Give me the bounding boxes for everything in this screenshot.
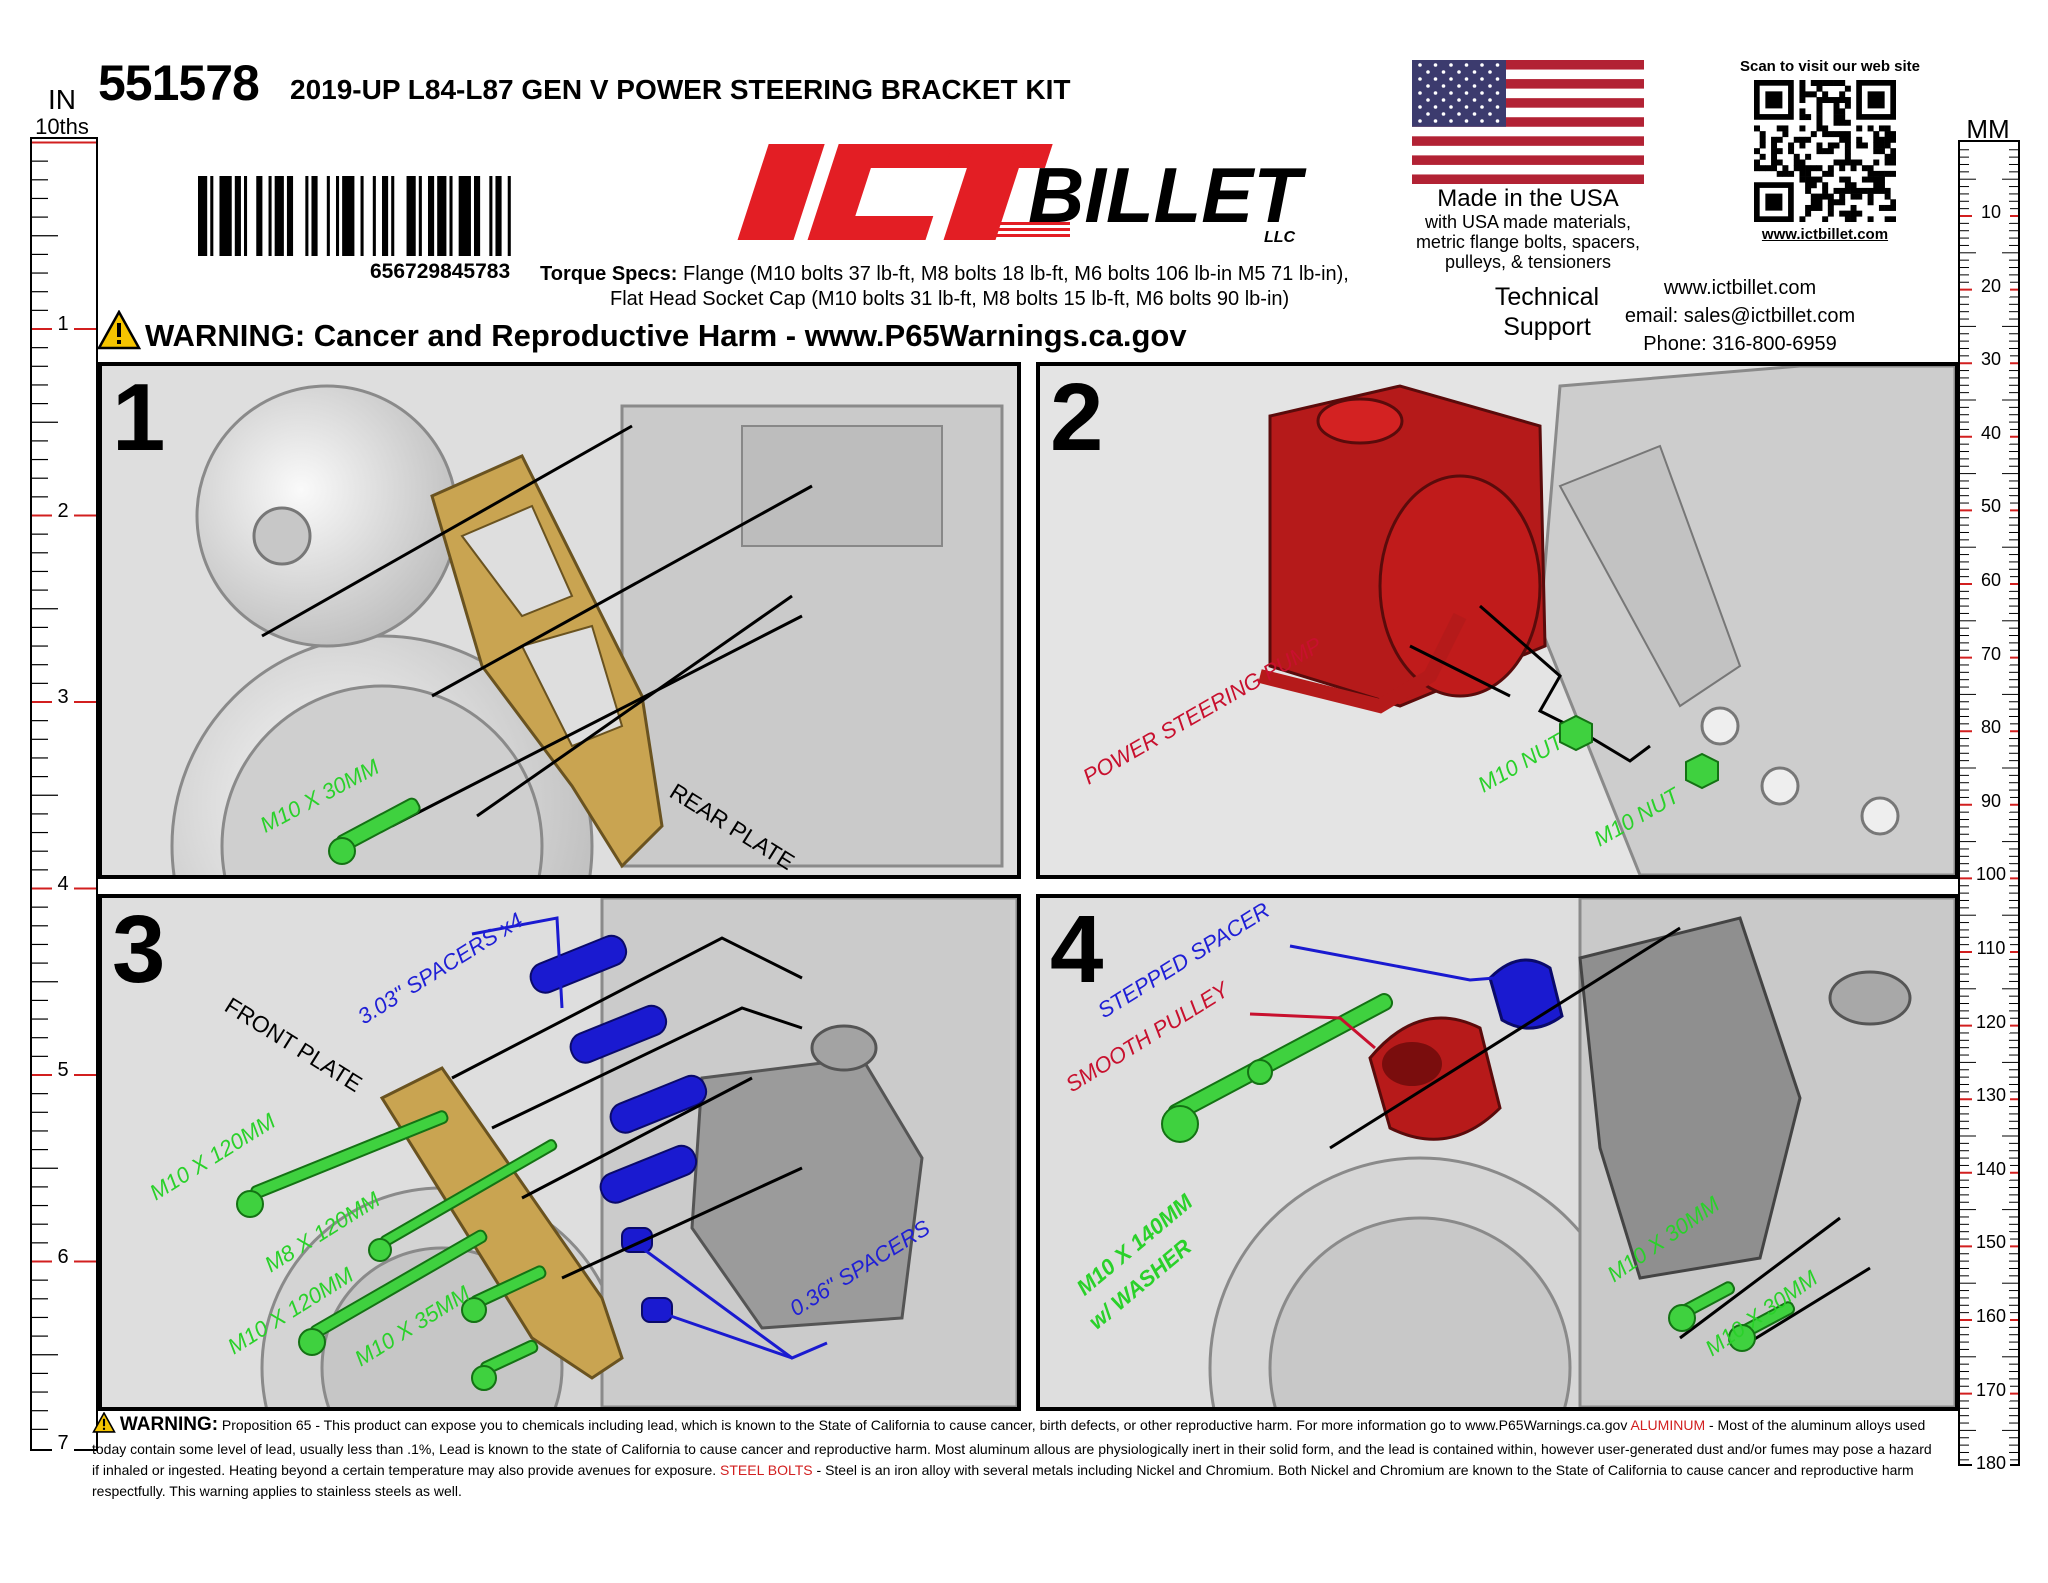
step-2-number: 2 — [1050, 364, 1104, 471]
footer-text-3: - Steel is an iron alloy with several me… — [92, 1462, 1914, 1499]
mm-tick-label: 10 — [1972, 202, 2010, 223]
mm-tick-label: 160 — [1972, 1306, 2010, 1327]
mm-tick-label: 100 — [1972, 864, 2010, 886]
mm-tick-label: 70 — [1972, 643, 2010, 665]
mm-tick-label: 150 — [1972, 1232, 2010, 1254]
footer-text-2: - Most of the aluminum alloys used today… — [92, 1417, 1932, 1478]
barcode-bars — [198, 176, 511, 256]
made-in-usa-line-3: metric flange bolts, spacers, — [1415, 232, 1641, 252]
made-in-usa: Made in the USA with USA made materials,… — [1380, 185, 1676, 273]
step-3-panel: 3 FRONT PLATE 3.03" SPACERS x4 M10 X 120… — [98, 894, 1021, 1411]
step-4-number: 4 — [1050, 896, 1104, 1003]
step-1-panel: 1 REAR PLATE M10 X 30MM — [98, 362, 1021, 879]
mm-tick-label: 20 — [1972, 275, 2010, 297]
inch-tick-label: 3 — [52, 686, 74, 709]
inch-tick-label: 5 — [52, 1059, 74, 1082]
ruler-in-subunit: 10ths — [35, 114, 89, 139]
mm-tick-label: 30 — [1972, 349, 2010, 371]
torque-label: Torque Specs: — [540, 263, 678, 285]
mm-tick-label: 130 — [1972, 1085, 2010, 1107]
inch-tick-label: 7 — [52, 1432, 74, 1455]
support-label-line-1: Technical — [1494, 283, 1600, 311]
usa-flag — [1412, 60, 1644, 185]
mm-tick-label: 110 — [1972, 938, 2010, 959]
qr-caption: Scan to visit our web site — [1739, 58, 1921, 75]
step-4-illustration — [1040, 898, 1955, 1407]
torque-line-1: Flange (M10 bolts 37 lb-ft, M8 bolts 18 … — [677, 263, 1349, 285]
made-in-usa-line-4: pulleys, & tensioners — [1444, 252, 1612, 272]
support-contact: www.ictbillet.com email: sales@ictbillet… — [1610, 274, 1870, 358]
footer-steel-label: STEEL BOLTS — [720, 1462, 813, 1478]
footer-warning-label: WARNING: — [119, 1414, 219, 1435]
qr-code[interactable] — [1754, 80, 1897, 223]
inch-tick-label: 1 — [52, 313, 74, 336]
mm-tick-label: 90 — [1972, 790, 2010, 812]
prop65-warning: WARNING: Proposition 65 - This product c… — [92, 1411, 1932, 1502]
ruler-in-unit: IN — [48, 84, 76, 115]
flag-graphic — [1412, 60, 1644, 185]
mm-tick-label: 80 — [1972, 717, 2010, 739]
mm-tick-label: 50 — [1972, 496, 2010, 518]
step-2-illustration — [1040, 366, 1955, 875]
barcode-number: 656729845783 — [370, 260, 511, 283]
mm-tick-label: 170 — [1972, 1379, 2010, 1401]
footer-warning-icon — [92, 1411, 116, 1439]
made-in-usa-line-2: with USA made materials, — [1424, 212, 1632, 232]
barcode — [198, 176, 520, 256]
mm-tick-label: 60 — [1972, 570, 2010, 591]
logo-llc-text: LLC — [1264, 229, 1296, 246]
step-4-panel: 4 STEPPED SPACER SMOOTH PULLEY M10 X 140… — [1036, 894, 1959, 1411]
support-email[interactable]: email: sales@ictbillet.com — [1624, 305, 1856, 327]
mm-tick-label: 40 — [1972, 422, 2010, 444]
step-1-illustration — [102, 366, 1017, 875]
qr-url[interactable]: www.ictbillet.com — [1761, 226, 1889, 243]
technical-support-label: Technical Support — [1482, 282, 1612, 342]
part-number: 551578 — [98, 55, 260, 111]
support-label-line-2: Support — [1503, 313, 1591, 341]
made-in-usa-title: Made in the USA — [1437, 185, 1619, 212]
warning-triangle-icon — [96, 309, 142, 350]
inch-ruler — [30, 137, 98, 1451]
torque-line-2: Flat Head Socket Cap (M10 bolts 31 lb-ft… — [610, 288, 1290, 310]
mm-tick-label: 120 — [1972, 1011, 2010, 1033]
step-2-panel: 2 POWER STEERING PUMP M10 NUT M10 NUT — [1036, 362, 1959, 879]
logo-graphic: BILLET LLC — [737, 144, 1307, 246]
ict-billet-logo: BILLET LLC — [728, 140, 1334, 246]
inch-tick-label: 6 — [52, 1245, 74, 1269]
step-3-number: 3 — [112, 896, 166, 1003]
ruler-mm-unit: MM — [1966, 114, 2010, 144]
kit-title: 2019-UP L84-L87 GEN V POWER STEERING BRA… — [290, 74, 1071, 105]
footer-text-1: Proposition 65 - This product can expose… — [218, 1417, 1631, 1433]
mm-tick-label: 140 — [1972, 1158, 2010, 1180]
inch-tick-label: 4 — [52, 872, 74, 896]
mm-tick-label: 180 — [1972, 1453, 2010, 1475]
support-phone: Phone: 316-800-6959 — [1643, 333, 1837, 355]
torque-specs: Torque Specs: Flange (M10 bolts 37 lb-ft… — [540, 262, 1410, 312]
logo-billet-text: BILLET — [1028, 151, 1307, 239]
qr-code-graphic — [1754, 80, 1897, 223]
inch-tick-label: 2 — [52, 499, 74, 523]
support-website[interactable]: www.ictbillet.com — [1663, 277, 1817, 299]
warning-banner: WARNING: Cancer and Reproductive Harm - … — [145, 318, 1187, 353]
footer-aluminum-label: ALUMINUM — [1630, 1417, 1706, 1433]
step-1-number: 1 — [112, 364, 166, 471]
step-3-illustration — [102, 898, 1017, 1407]
